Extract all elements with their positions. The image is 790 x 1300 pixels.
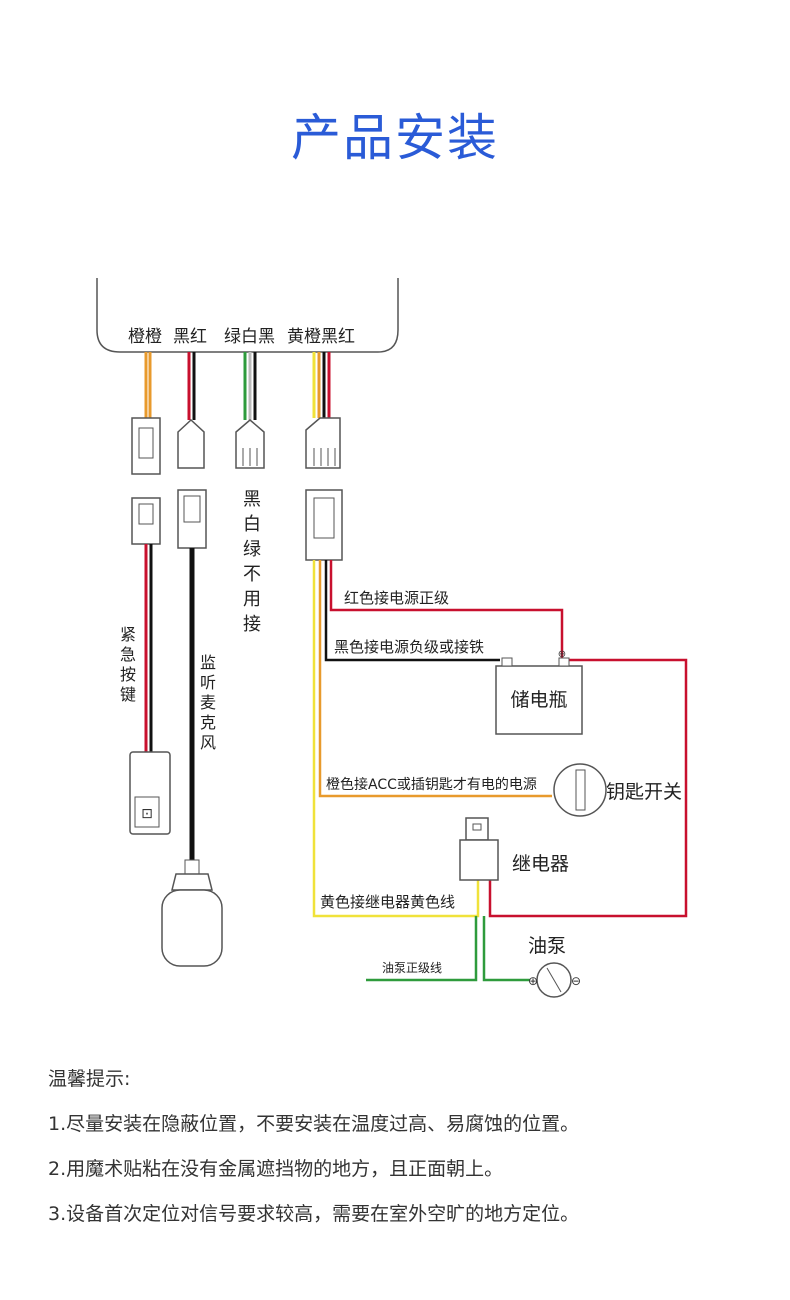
tip-item-2: 2.用魔术贴粘在没有金属遮挡物的地方，且正面朝上。 [48,1158,504,1180]
svg-text:麦: 麦 [200,693,216,712]
wire-label-greenwhiteblack: 绿白黑 [224,327,275,347]
svg-text:绿: 绿 [243,539,261,560]
emergency-button-harness: ⊡ [129,352,171,835]
svg-text:紧: 紧 [120,625,136,644]
svg-text:⊖: ⊖ [571,974,581,988]
note-black: 黑色接电源负级或接铁 [334,638,484,656]
tips-section: 温馨提示: 1.尽量安装在隐蔽位置，不要安装在温度过高、易腐蚀的位置。 2.用魔… [48,1064,768,1244]
fuel-pump: 油泵 ⊕ ⊖ [528,935,581,998]
relay: 继电器 [459,817,569,881]
svg-text:按: 按 [120,665,136,684]
tips-heading: 温馨提示: [48,1068,131,1090]
svg-text:⊕: ⊕ [528,974,538,988]
svg-text:接: 接 [243,614,261,635]
note-pump-positive: 油泵正级线 [382,961,442,975]
svg-text:急: 急 [120,645,136,664]
svg-text:黑: 黑 [243,489,261,510]
unused-harness [235,352,265,469]
wire-label-orange: 橙橙 [128,327,162,347]
battery-label: 储电瓶 [510,689,567,711]
svg-text:⊕: ⊕ [558,649,566,660]
svg-text:监: 监 [200,653,216,672]
svg-text:白: 白 [243,514,261,535]
svg-text:用: 用 [243,589,261,610]
emergency-button-label: 紧 急 按 键 [120,625,136,704]
microphone [161,889,223,967]
microphone-harness [161,352,223,967]
wiring-diagram: 橙橙 黑红 绿白黑 黄橙黑红 ⊡ 紧 急 按 键 监 听 [96,278,688,998]
svg-text:键: 键 [120,685,136,704]
svg-text:⊡: ⊡ [141,806,153,822]
tip-item-3: 3.设备首次定位对信号要求较高，需要在室外空旷的地方定位。 [48,1203,580,1225]
svg-text:不: 不 [243,564,261,585]
svg-text:听: 听 [200,673,216,692]
note-orange: 橙色接ACC或插钥匙才有电的电源 [326,776,537,793]
power-harness [305,352,688,982]
device-wire-labels: 橙橙 黑红 绿白黑 黄橙黑红 [128,327,355,347]
note-yellow: 黄色接继电器黄色线 [320,893,455,911]
key-switch: 钥匙开关 [553,763,682,817]
key-switch-label: 钥匙开关 [606,781,682,803]
unused-label: 黑 白 绿 不 用 接 [243,489,261,635]
wiring-notes: 红色接电源正级 黑色接电源负级或接铁 橙色接ACC或插钥匙才有电的电源 黄色接继… [320,589,537,975]
note-red: 红色接电源正级 [344,589,449,607]
page-title: 产品安装 [291,109,499,167]
microphone-label: 监 听 麦 克 风 [200,653,216,752]
pump-label: 油泵 [528,935,566,957]
emergency-button [129,751,171,835]
wire-label-blackred: 黑红 [173,327,207,347]
tip-item-1: 1.尽量安装在隐蔽位置，不要安装在温度过高、易腐蚀的位置。 [48,1113,580,1135]
relay-label: 继电器 [512,853,569,875]
wire-label-yellow-orange-black-red: 黄橙黑红 [287,327,355,347]
svg-text:克: 克 [200,713,216,732]
svg-text:风: 风 [200,733,216,752]
battery: ⊕ 储电瓶 [495,649,583,735]
